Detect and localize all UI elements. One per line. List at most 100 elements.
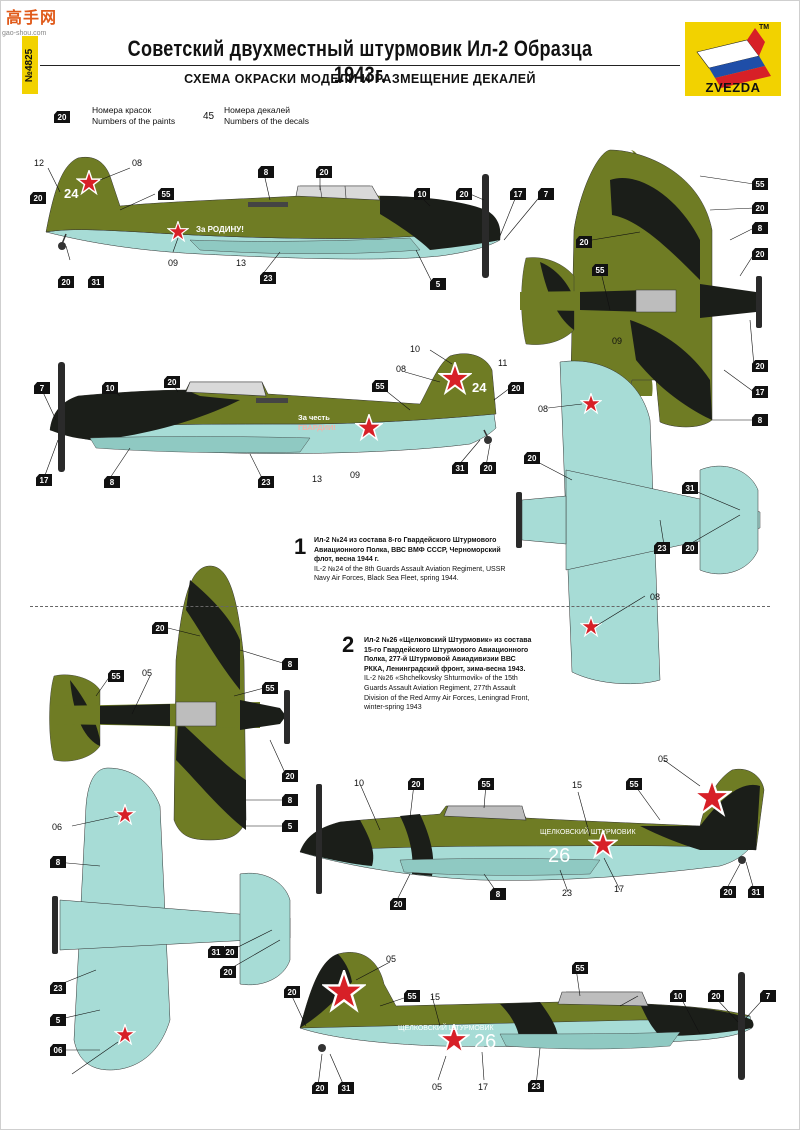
paint-callout-tag: 20: [408, 778, 424, 790]
paint-callout-tag: 23: [654, 542, 670, 554]
decal-callout-number: 06: [52, 822, 62, 832]
paint-callout-tag: 20: [58, 276, 74, 288]
slogan2-line2: ГВАРДИИ!: [298, 423, 336, 432]
scheme2-bottom-view: [52, 767, 291, 1071]
paint-callout-tag: 20: [30, 192, 46, 204]
callout-label: 8: [757, 415, 763, 425]
callout-label: 20: [723, 887, 733, 897]
paint-callout-tag: 17: [752, 386, 768, 398]
paint-callout-tag: 10: [670, 990, 686, 1002]
paint-callout-tag: 8: [282, 658, 298, 670]
paint-callout-tag: 55: [262, 682, 278, 694]
paint-callout-tag: 17: [510, 188, 526, 200]
callout-label: 20: [755, 249, 765, 259]
decal-callout-number: 10: [410, 344, 420, 354]
title-rule: [40, 65, 680, 66]
paint-callout-tag: 20: [152, 622, 168, 634]
callout-label: 8: [287, 659, 293, 669]
callout-label: 20: [287, 987, 297, 997]
callout-label: 8: [263, 167, 269, 177]
logo-tm: TM: [759, 24, 770, 31]
callout-label: 23: [263, 273, 273, 283]
decal-callout-number: 08: [132, 158, 142, 168]
callout-label: 08: [650, 592, 661, 602]
page-title: Советский двухместный штурмовик Ил-2 Обр…: [127, 36, 593, 87]
paint-callout-tag: 20: [456, 188, 472, 200]
paint-callout-tag: 8: [752, 414, 768, 426]
decal-number-sample: 45: [203, 111, 215, 122]
paint-callout-tag: 20: [312, 1082, 328, 1094]
paint-callout-tag: 8: [490, 888, 506, 900]
article-number-box: [22, 36, 38, 94]
paint-callout-tag: 20: [390, 898, 406, 910]
callout-label: 05: [658, 754, 669, 764]
callout-label: 7: [39, 383, 45, 393]
paint-callout-tag: 8: [104, 476, 120, 488]
callout-label: 23: [562, 888, 573, 898]
callout-label: 20: [33, 193, 43, 203]
zvezda-logo: TM ZVEZDA: [685, 22, 781, 96]
decal-callout-number: 05: [386, 954, 396, 964]
decal-callout-number: 09: [612, 336, 622, 346]
paint-callout-tag: 10: [102, 382, 118, 394]
callout-label: 20: [755, 203, 765, 213]
paint-callout-tag: 55: [372, 380, 388, 392]
callout-label: 20: [225, 947, 235, 957]
callout-label: 15: [430, 992, 441, 1002]
paint-callout-tag: 23: [528, 1080, 544, 1092]
callout-label: 20: [61, 277, 71, 287]
callout-label: 5: [287, 821, 293, 831]
paint-callout-tag: 20: [720, 886, 736, 898]
decal-callout-number: 17: [478, 1082, 488, 1092]
paint-callout-tag: 55: [752, 178, 768, 190]
tail-number-left: 24: [472, 380, 487, 395]
callout-label: 55: [265, 683, 275, 693]
paint-callout-tag: 8: [258, 166, 274, 178]
paint-callout-tag: 23: [50, 982, 66, 994]
callout-label: 55: [481, 779, 491, 789]
callout-label: 06: [53, 1045, 63, 1055]
callout-label: 06: [52, 822, 63, 832]
callout-label: 23: [531, 1081, 541, 1091]
decal-callout-number: 09: [168, 258, 178, 268]
callout-label: 20: [711, 991, 721, 1001]
watermark-url: gao-shou.com: [2, 30, 47, 37]
callout-label: 20: [579, 237, 589, 247]
scheme-2-number: 2: [342, 632, 355, 657]
paint-callout-tag: 55: [572, 962, 588, 974]
callout-label: 17: [755, 387, 765, 397]
callout-label: 05: [432, 1082, 443, 1092]
callout-label: 8: [55, 857, 61, 867]
callout-label: 09: [612, 336, 623, 346]
callout-label: 7: [543, 189, 549, 199]
paint-callout-tag: 7: [760, 990, 776, 1002]
paint-callout-tag: 23: [260, 272, 276, 284]
callout-label: 12: [34, 158, 45, 168]
paint-number-icon: 20: [54, 111, 70, 123]
callout-label: 31: [91, 277, 101, 287]
decal-callout-number: 05: [142, 668, 152, 678]
legend-decal: Номера декалей Numbers of the decals: [224, 105, 309, 127]
callout-label: 08: [538, 404, 549, 414]
callout-label: 55: [161, 189, 171, 199]
callout-label: 10: [354, 778, 365, 788]
callout-label: 20: [223, 967, 233, 977]
paint-callout-tag: 20: [220, 966, 236, 978]
decal-callout-number: 08: [538, 404, 548, 414]
paint-callout-tag: 20: [524, 452, 540, 464]
decal-callout-number: 08: [396, 364, 406, 374]
callout-label: 23: [261, 477, 271, 487]
paint-callout-tag: 20: [508, 382, 524, 394]
scheme-2-en: IL-2 №26 «Shchelkovsky Shturmovik» of th…: [364, 675, 530, 712]
paint-callout-tag: 20: [164, 376, 180, 388]
legend-paint-subtitle: Numbers of the paints: [92, 116, 176, 126]
decal-callout-number: 09: [350, 470, 360, 480]
callout-label: 55: [595, 265, 605, 275]
legend-paint-title: Номера красок: [92, 105, 152, 115]
callout-label: 20: [411, 779, 421, 789]
callout-label: 31: [341, 1083, 351, 1093]
paint-callout-tag: 20: [682, 542, 698, 554]
paint-callout-tag: 20: [708, 990, 724, 1002]
paint-callout-tag: 20: [316, 166, 332, 178]
callout-label: 31: [685, 483, 695, 493]
